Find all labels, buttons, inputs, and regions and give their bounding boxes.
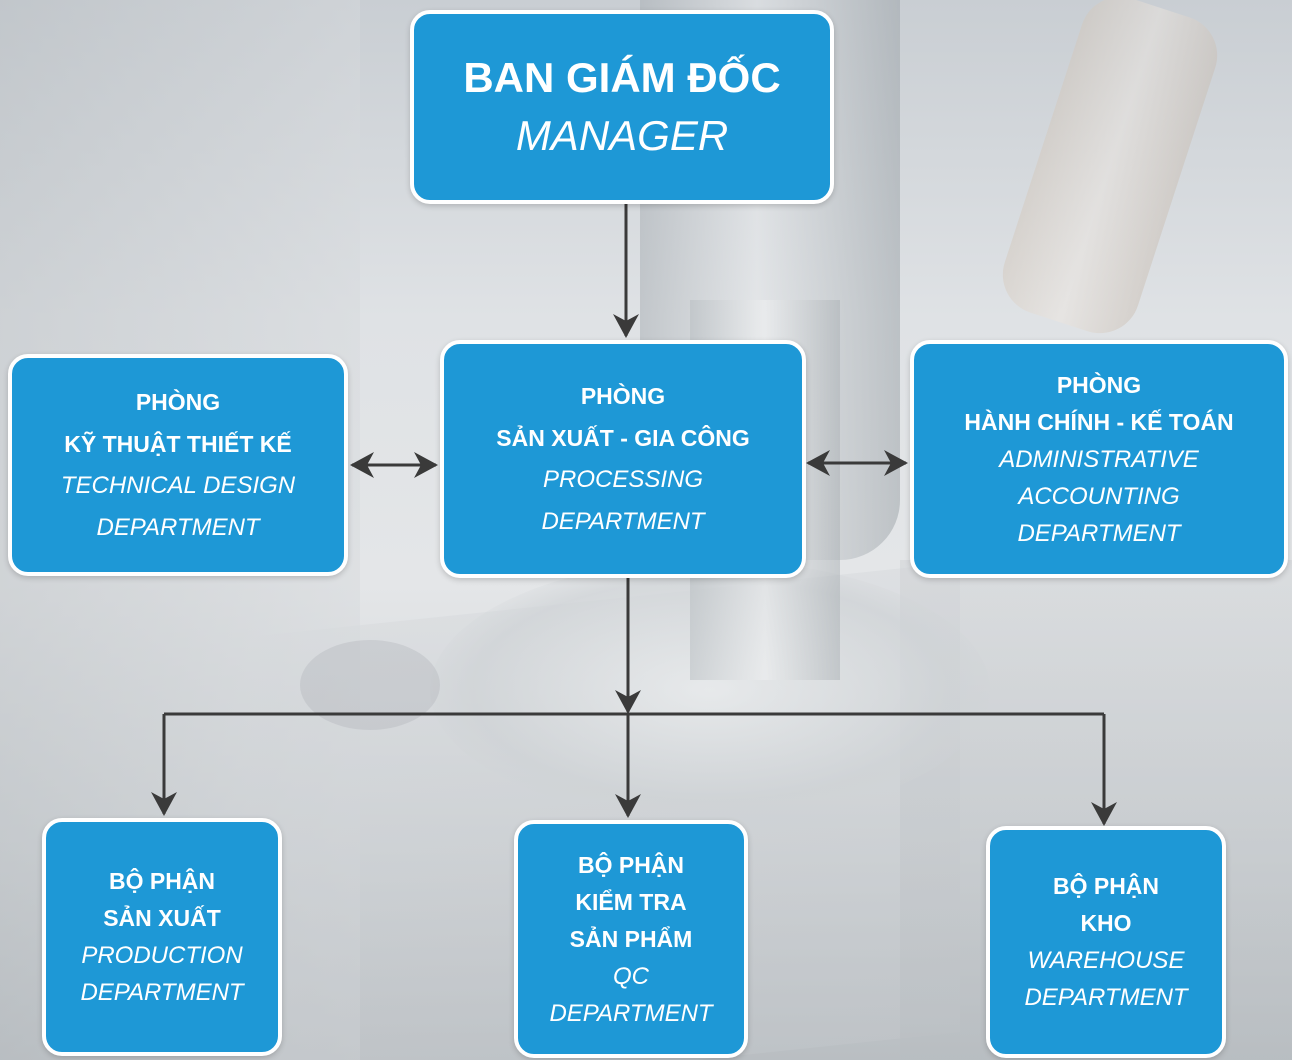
node-processing-line2: SẢN XUẤT - GIA CÔNG	[496, 425, 750, 451]
node-admin-en1: ADMINISTRATIVE	[999, 445, 1199, 473]
node-warehouse-en1: WAREHOUSE	[1027, 947, 1185, 974]
node-processing-line1: PHÒNG	[580, 383, 666, 409]
node-processing-en2: DEPARTMENT	[541, 508, 705, 535]
node-warehouse: BỘ PHẬN KHO WAREHOUSE DEPARTMENT	[986, 826, 1226, 1058]
node-production-line2: SẢN XUẤT	[103, 905, 221, 931]
node-technical-design: PHÒNG KỸ THUẬT THIẾT KẾ TECHNICAL DESIGN…	[8, 354, 348, 576]
node-production: BỘ PHẬN SẢN XUẤT PRODUCTION DEPARTMENT	[42, 818, 282, 1056]
node-admin-line1: PHÒNG	[1056, 371, 1142, 398]
node-technical-en2: DEPARTMENT	[96, 514, 260, 541]
node-production-line1: BỘ PHẬN	[108, 868, 216, 894]
node-warehouse-en2: DEPARTMENT	[1024, 984, 1188, 1011]
node-production-en2: DEPARTMENT	[80, 979, 244, 1006]
node-warehouse-line1: BỘ PHẬN	[1052, 873, 1160, 899]
node-qc-en1: QC	[613, 962, 649, 990]
node-admin-en2: ACCOUNTING	[1018, 482, 1180, 510]
node-manager-title-vi: BAN GIÁM ĐỐC	[463, 54, 781, 101]
node-qc: BỘ PHẬN KIỂM TRA SẢN PHẨM QC DEPARTMENT	[514, 820, 748, 1058]
node-processing: PHÒNG SẢN XUẤT - GIA CÔNG PROCESSING DEP…	[440, 340, 806, 578]
node-qc-line1: BỘ PHẬN	[577, 851, 685, 878]
node-warehouse-line2: KHO	[1080, 910, 1132, 936]
node-processing-en1: PROCESSING	[542, 466, 704, 493]
node-admin-line2: HÀNH CHÍNH - KẾ TOÁN	[964, 408, 1234, 435]
node-qc-line3: SẢN PHẨM	[569, 925, 693, 952]
node-production-en1: PRODUCTION	[81, 942, 243, 969]
node-admin-en3: DEPARTMENT	[1017, 519, 1181, 547]
node-technical-line1: PHÒNG	[135, 389, 221, 415]
node-manager: BAN GIÁM ĐỐC MANAGER	[410, 10, 834, 204]
node-manager-title-en: MANAGER	[515, 112, 729, 159]
node-qc-en2: DEPARTMENT	[549, 999, 713, 1027]
node-technical-en1: TECHNICAL DESIGN	[60, 472, 296, 499]
node-technical-line2: KỸ THUẬT THIẾT KẾ	[64, 431, 292, 457]
node-admin-accounting: PHÒNG HÀNH CHÍNH - KẾ TOÁN ADMINISTRATIV…	[910, 340, 1288, 578]
node-qc-line2: KIỂM TRA	[575, 888, 687, 915]
